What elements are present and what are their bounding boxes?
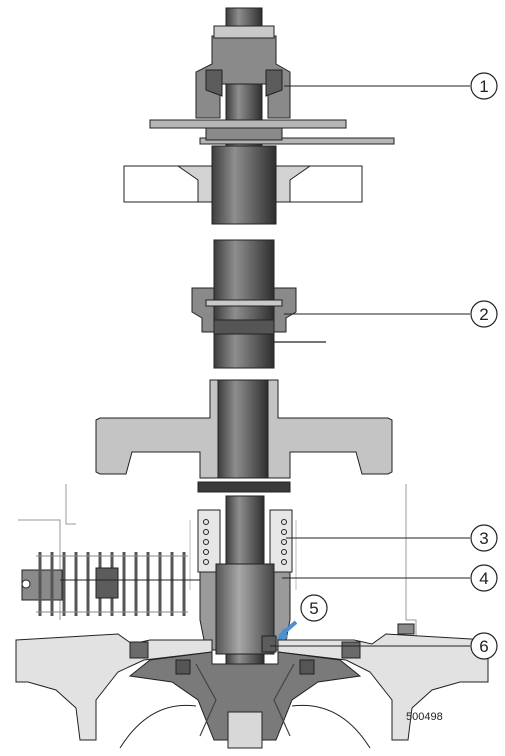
callout-number: 5 <box>309 599 318 618</box>
volute-casing-right <box>277 633 489 741</box>
callout-circle <box>470 564 498 592</box>
callout-number: 1 <box>479 77 488 96</box>
seal-ring <box>205 299 283 307</box>
springs <box>203 519 287 565</box>
callout-number: 4 <box>479 569 488 588</box>
callout-circle <box>470 300 498 328</box>
bearing-left <box>205 69 223 97</box>
callout-5: 5 <box>300 594 328 622</box>
bearing-right <box>265 69 283 97</box>
callout-circle <box>470 524 498 552</box>
callout-circle <box>470 72 498 100</box>
callout-circle <box>300 594 328 622</box>
upper-plate <box>149 119 347 129</box>
spring-housing-left <box>197 509 221 573</box>
seal-housing-left <box>191 287 215 333</box>
middle-coupling-section <box>191 239 326 369</box>
seal-housing-right <box>273 287 297 333</box>
callout-number: 3 <box>479 529 488 548</box>
callout-circle <box>470 632 498 660</box>
callout-6: 6 <box>470 632 498 660</box>
callouts <box>270 85 470 647</box>
callout-1: 1 <box>470 72 498 100</box>
figure-id: 500498 <box>406 711 443 723</box>
seal-face <box>261 635 277 653</box>
spacer-ring <box>197 481 291 493</box>
lower-plate <box>199 137 395 145</box>
spring-housing-right <box>269 509 293 573</box>
cross-flange-section <box>95 379 393 493</box>
callout-2: 2 <box>470 300 498 328</box>
callout-4: 4 <box>470 564 498 592</box>
callout-3: 3 <box>470 524 498 552</box>
callout-number: 2 <box>479 305 488 324</box>
callout-number: 6 <box>479 637 488 656</box>
lower-casing-section <box>15 484 489 749</box>
upper-bearing-section <box>123 7 395 225</box>
coil-spring <box>21 552 200 616</box>
